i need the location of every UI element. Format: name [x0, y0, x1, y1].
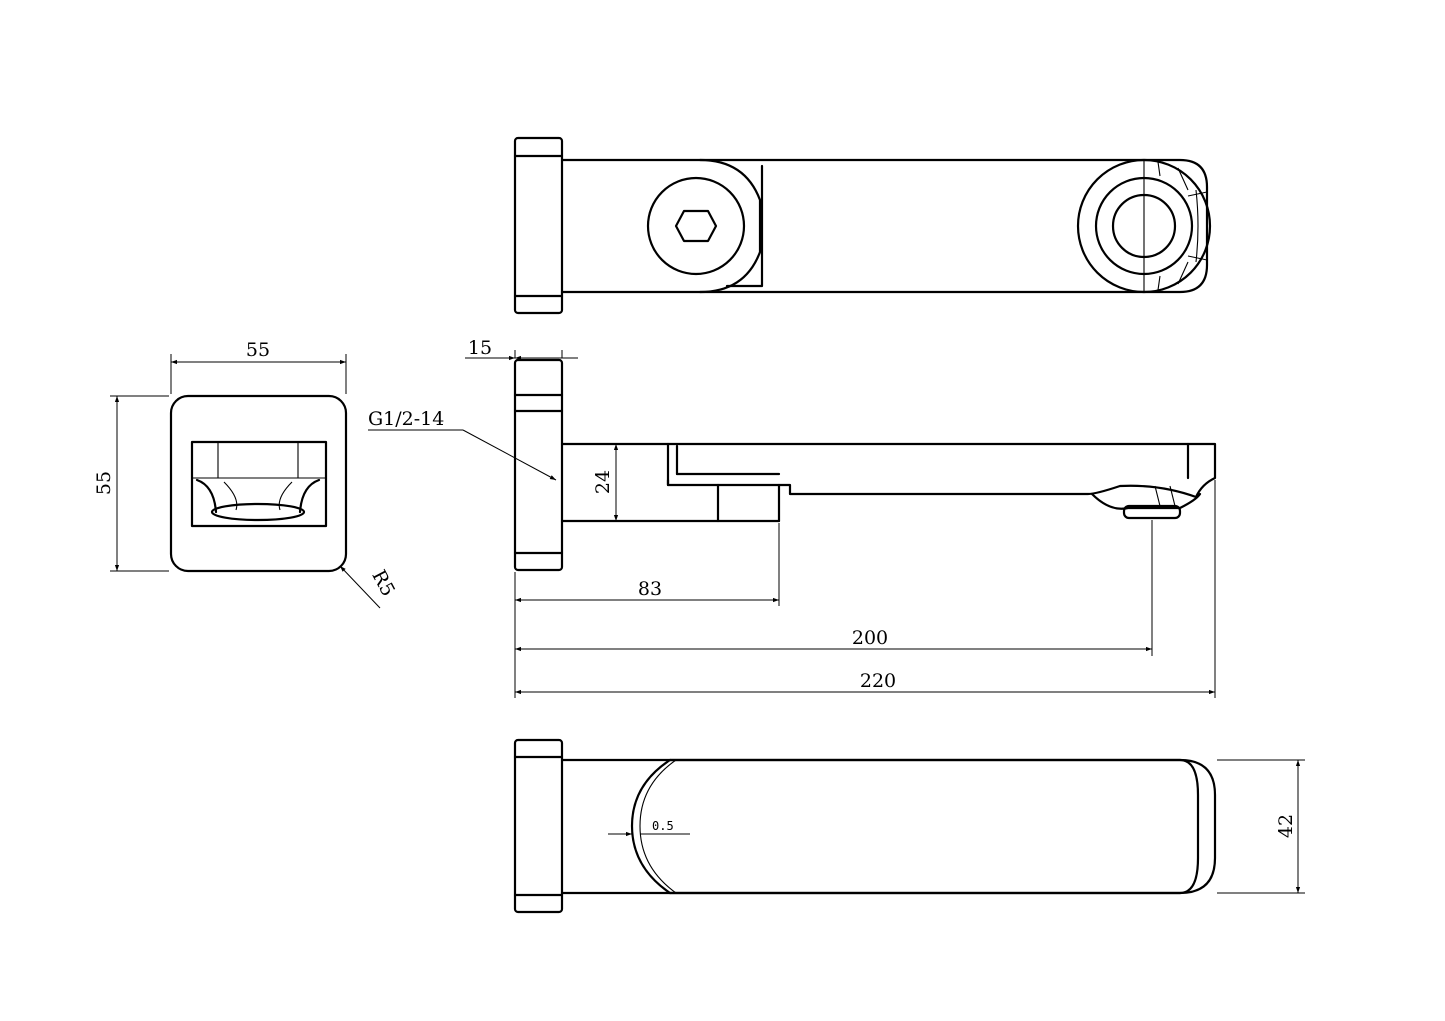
dim-thread: G1/2-14	[368, 408, 444, 430]
front-outlet-opening	[190, 440, 328, 528]
side-aerator	[1122, 504, 1182, 520]
front-aerator	[210, 502, 306, 522]
dim-corner-radius: R5	[367, 566, 399, 600]
dim-spout-height: 24	[592, 470, 614, 494]
hex-socket-icon	[674, 209, 718, 243]
side-spout-body	[666, 442, 1217, 499]
bottom-spout-body	[560, 758, 1217, 895]
side-view: 15 G1/2-14 24 83 200 220	[368, 337, 1217, 698]
top-spout-body	[560, 158, 1209, 294]
dim-groove-depth: 0.5	[652, 819, 674, 833]
bottom-view: 0.5 42	[513, 738, 1305, 914]
dim-length-220: 220	[860, 670, 896, 692]
dim-body-height: 42	[1275, 814, 1297, 838]
top-view	[513, 136, 1212, 315]
dim-front-width: 55	[246, 339, 270, 361]
dim-front-height: 55	[93, 471, 115, 495]
bottom-flange	[513, 738, 564, 914]
front-view: 55 55 R5	[93, 339, 399, 609]
dim-length-200: 200	[852, 627, 888, 649]
top-flange	[513, 136, 564, 315]
side-flange	[513, 358, 564, 572]
dim-length-83: 83	[638, 578, 662, 600]
front-square-body	[169, 394, 348, 573]
bottom-groove	[630, 758, 672, 895]
set-screw-boss	[646, 176, 746, 276]
dim-flange-thickness: 15	[468, 337, 492, 359]
